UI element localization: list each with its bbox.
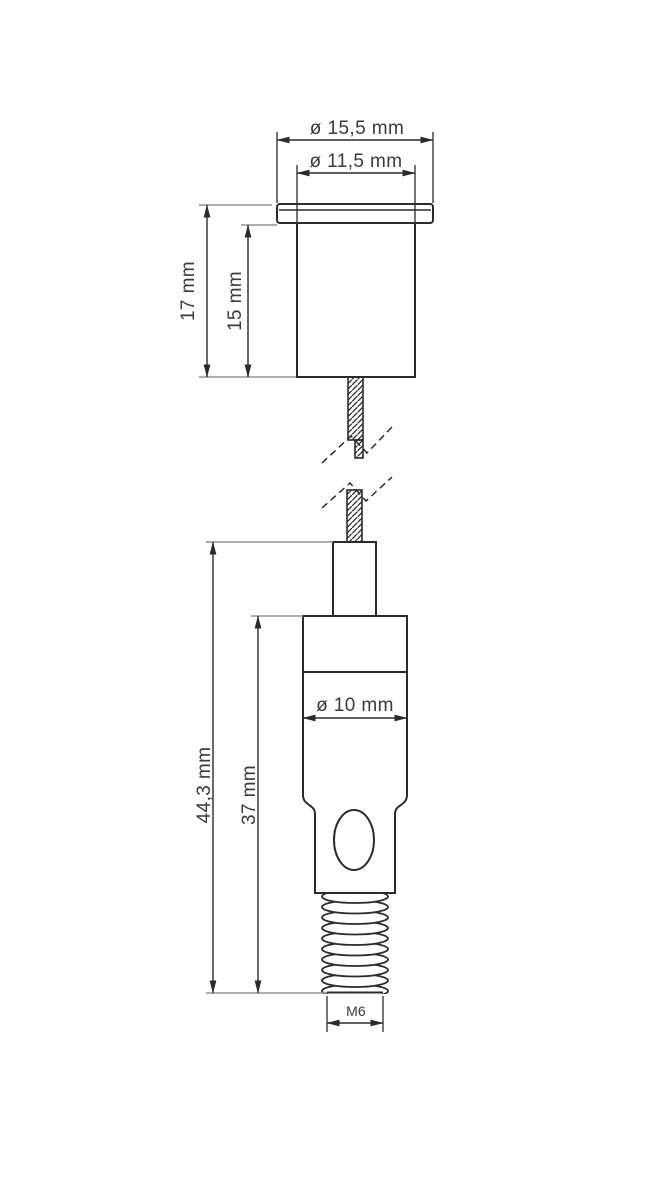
cable-break-symbol-bottom [321,476,393,509]
ceiling-attachment-view: ø 15,5 mm ø 11,5 mm 17 mm 15 mm [178,118,434,464]
body-length-label: 37 mm [239,765,260,825]
inner-diameter-label: ø 11,5 mm [310,151,403,172]
outer-diameter-label: ø 15,5 mm [310,118,404,139]
wire-rope-incoming [346,489,363,543]
dimension-inner-diameter: ø 11,5 mm [296,151,416,222]
cable-gripper-view: ø 10 mm 44,3 mm 37 mm M6 [194,476,408,1032]
gripper-neck [332,541,377,617]
wire-rope-end [354,439,364,459]
attachment-flange [276,203,434,224]
cross-hole [333,809,375,871]
thread-size-label: M6 [346,1003,366,1019]
thread-m6 [321,892,389,994]
dimension-body-height: 15 mm [225,224,277,378]
gripper-body [302,615,408,894]
dimension-gripper-diameter: ø 10 mm [302,695,408,722]
total-length-label: 44,3 mm [194,747,215,824]
dimension-outer-diameter: ø 15,5 mm [276,118,434,203]
wire-rope [347,376,364,441]
dimension-body-length: 37 mm [239,615,303,994]
gripper-diameter-label: ø 10 mm [316,695,394,716]
body-height-label: 15 mm [225,271,246,331]
attachment-cylinder [296,223,416,378]
cable-break-symbol [321,426,393,464]
total-height-label: 17 mm [178,261,199,321]
dimension-total-length: 44,3 mm [194,541,333,994]
dimension-thread-size: M6 [326,996,384,1032]
